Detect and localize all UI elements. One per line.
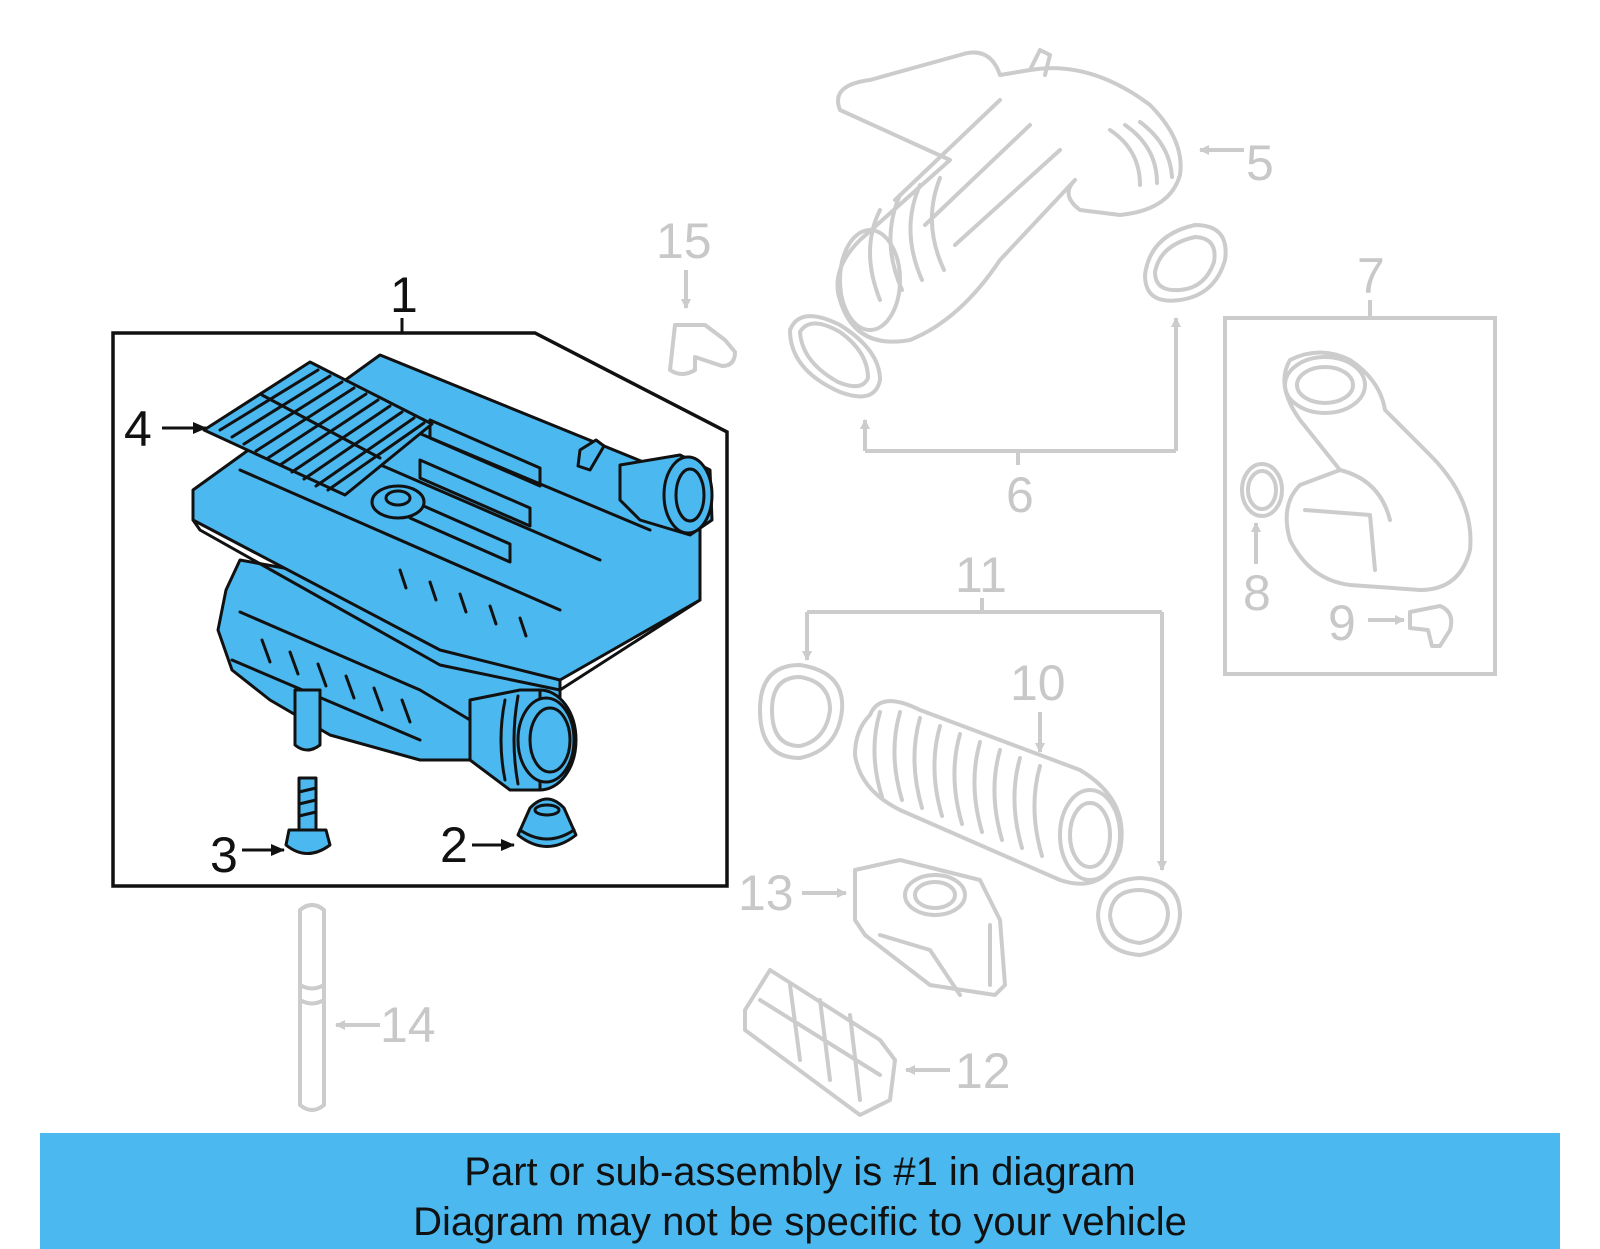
part-15-hose [668, 270, 737, 376]
assembly-frame [111, 318, 729, 888]
callout-2: 2 [440, 817, 468, 873]
part-11-clamps [758, 598, 1182, 957]
callout-9: 9 [1328, 595, 1356, 651]
part-14-tube [298, 903, 380, 1112]
part-5-intake-pipe [835, 48, 1183, 344]
callout-11: 11 [955, 547, 1007, 603]
callout-15: 15 [656, 213, 712, 269]
part-10-hose [853, 699, 1124, 886]
callout-3: 3 [210, 827, 238, 883]
callout-12: 12 [955, 1043, 1011, 1099]
part-6-clamps [788, 223, 1228, 465]
air-cleaner-assembly [191, 353, 714, 792]
banner-line-2: Diagram may not be specific to your vehi… [413, 1200, 1187, 1244]
callout-6: 6 [1006, 467, 1034, 523]
callout-13: 13 [738, 865, 794, 921]
callout-7: 7 [1357, 248, 1385, 304]
part-3-bolt [284, 776, 332, 855]
info-banner: Part or sub-assembly is #1 in diagram Di… [40, 1133, 1560, 1249]
part-12-duct [743, 968, 950, 1117]
callout-4: 4 [124, 401, 152, 457]
callout-8: 8 [1243, 565, 1271, 621]
callout-1: 1 [390, 267, 418, 323]
callout-14: 14 [380, 997, 436, 1053]
part-7-group [1223, 300, 1497, 676]
callout-10: 10 [1010, 655, 1066, 711]
callout-5: 5 [1246, 135, 1274, 191]
banner-line-1: Part or sub-assembly is #1 in diagram [464, 1150, 1136, 1194]
part-13-resonator [802, 858, 1007, 997]
part-2-grommet [516, 797, 578, 848]
